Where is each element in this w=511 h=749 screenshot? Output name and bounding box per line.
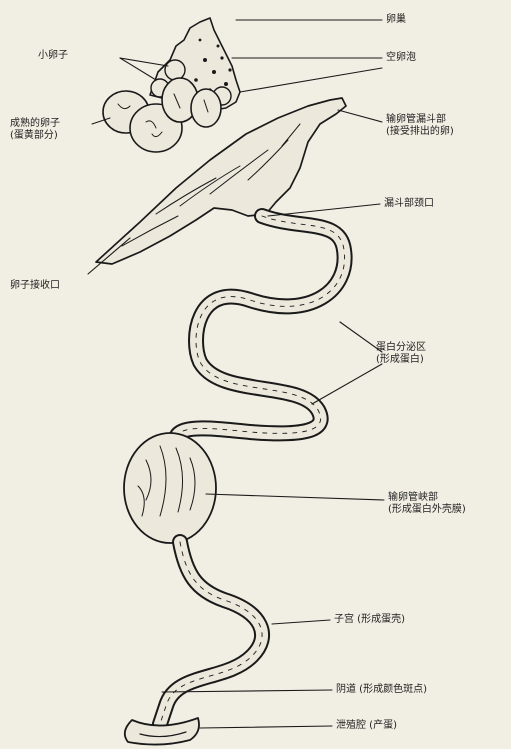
label-uterus: 子宫 (形成蛋壳) [334,614,405,626]
label-infundibulum: 输卵管漏斗部 (接受排出的卵) [386,114,454,138]
ovum-4 [191,89,221,127]
label-infundibulum-main: 输卵管漏斗部 [386,114,446,125]
label-isthmus-note: (形成蛋白外壳膜) [388,504,466,516]
label-magnum-note: (形成蛋白) [376,354,426,366]
label-isthmus-main: 输卵管峡部 [388,492,438,503]
label-funnel-neck: 漏斗部颈口 [384,198,434,210]
label-isthmus: 输卵管峡部 (形成蛋白外壳膜) [388,492,466,516]
label-small-ova: 小卵子 [38,50,68,62]
small-ovum-1 [165,60,185,80]
label-vagina: 阴道 (形成颜色斑点) [336,684,427,696]
label-ovary: 卵巢 [386,14,406,26]
label-empty-follicle: 空卵泡 [386,52,416,64]
label-magnum: 蛋白分泌区 (形成蛋白) [376,342,426,366]
label-magnum-main: 蛋白分泌区 [376,342,426,353]
label-mature-ovum-main: 成熟的卵子 [10,118,60,129]
lower-tube-fill [160,542,262,724]
label-cloaca: 泄殖腔 (产蛋) [336,720,397,732]
label-mature-ovum-note: (蛋黄部分) [10,130,60,142]
magnum-tube-fill [176,216,345,440]
label-infundibulum-note: (接受排出的卵) [386,126,454,138]
isthmus-bulb [124,433,216,543]
label-ovum-receiving-opening: 卵子接收口 [10,280,60,292]
label-mature-ovum: 成熟的卵子 (蛋黄部分) [10,118,60,142]
